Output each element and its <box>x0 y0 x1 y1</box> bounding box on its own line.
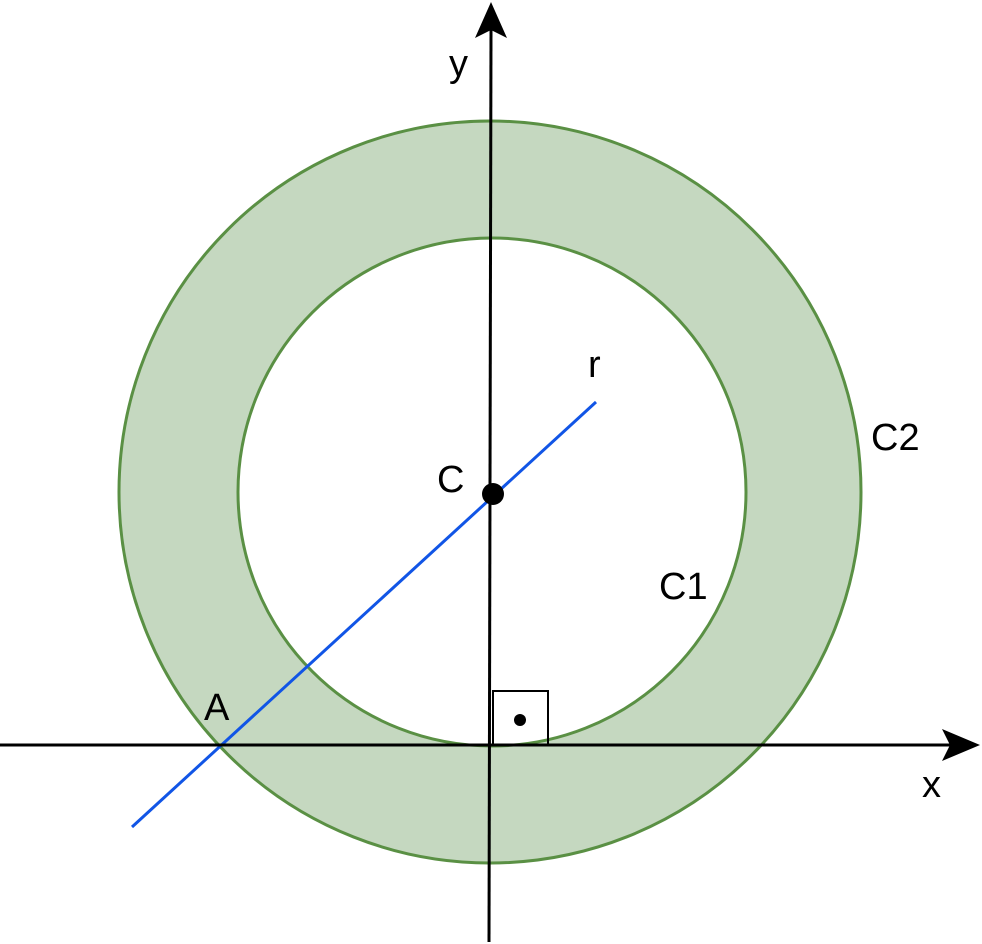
x-axis-label: x <box>922 764 941 806</box>
point-a-label: A <box>204 687 230 729</box>
y-axis-arrowhead <box>475 2 507 38</box>
right-angle-marker <box>492 690 549 746</box>
y-axis-label: y <box>449 43 468 85</box>
center-label: C <box>437 459 464 501</box>
circle-c1-label: C1 <box>659 566 708 608</box>
line-r <box>130 400 598 829</box>
right-angle-dot <box>514 714 526 726</box>
circle-c2-label: C2 <box>871 417 920 459</box>
line-r-label: r <box>588 344 601 386</box>
center-point-c <box>482 483 504 505</box>
x-axis-arrowhead <box>942 729 980 761</box>
